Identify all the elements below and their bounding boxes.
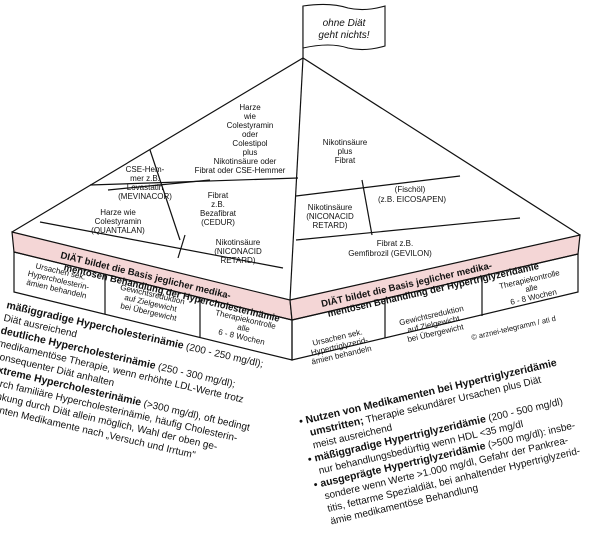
right-fibrat-line-2: Gemfibrozil (GEVILON) [348, 249, 432, 258]
left-top-line-6: plus [243, 148, 258, 157]
left-face-top: Harze wie Colestyramin oder Colestipol p… [195, 103, 286, 175]
left-face-nikotin: Nikotinsäure (NICONACID RETARD) [214, 238, 262, 265]
flag-line-2: geht nichts! [318, 30, 369, 41]
left-nikotin-line-3: RETARD) [221, 256, 256, 265]
right-face-fibrat: Fibrat z.B. Gemfibrozil (GEVILON) [348, 239, 432, 258]
left-top-line-7: Nikotinsäure oder [214, 157, 277, 166]
flag-line-1: ohne Diät [323, 18, 367, 29]
left-fibrat-line-3: Bezafibrat [200, 209, 237, 218]
right-face-fischoel: (Fischöl) (z.B. EICOSAPEN) [378, 185, 446, 204]
left-paragraph: mäßiggradige Hypercholesterinämie (200 -… [0, 299, 264, 461]
base-right-2: Gewichtsreduktion auf Zielgewicht bei Üb… [398, 304, 465, 344]
left-face-cse: CSE-Hem- mer z.B. Lovastatin (MEVINACOR) [118, 165, 172, 201]
left-nikotin-line-2: (NICONACID [214, 247, 262, 256]
left-cse-line-1: CSE-Hem- [126, 165, 165, 174]
left-top-line-3: Colestyramin [227, 121, 274, 130]
left-fibrat-line-4: (CEDUR) [201, 218, 235, 227]
left-top-line-4: oder [242, 130, 258, 139]
right-face-nikotin: Nikotinsäure (NICONACID RETARD) [306, 203, 354, 230]
left-fibrat-line-2: z.B. [211, 200, 225, 209]
left-fibrat-line-1: Fibrat [208, 191, 229, 200]
right-nikotin-line-1: Nikotinsäure [308, 203, 353, 212]
right-nikotin-line-2: (NICONACID [306, 212, 354, 221]
left-top-line-1: Harze [239, 103, 261, 112]
left-face-fibrat: Fibrat z.B. Bezafibrat (CEDUR) [200, 191, 237, 227]
base-left-3-line-2: alle [236, 323, 251, 335]
left-nikotin-line-1: Nikotinsäure [216, 238, 261, 247]
right-top-line-2: plus [338, 147, 353, 156]
left-harze-line-1: Harze wie [100, 208, 136, 217]
right-top-line-1: Nikotinsäure [323, 138, 368, 147]
pyramid-outline [11, 57, 581, 301]
left-top-line-8: Fibrat oder CSE-Hemmer [195, 166, 286, 175]
left-face-harze: Harze wie Colestyramin (QUANTALAN) [91, 208, 145, 235]
base-blocks [13, 251, 579, 361]
right-fischoel-line-2: (z.B. EICOSAPEN) [378, 195, 446, 204]
left-harze-line-2: Colestyramin [95, 217, 142, 226]
right-top-line-3: Fibrat [335, 156, 356, 165]
right-face-top: Nikotinsäure plus Fibrat [323, 138, 368, 165]
base-right-1: Ursachen sek. Hypertriglyzerid- ämien be… [310, 327, 372, 366]
left-cse-line-3: Lovastatin [127, 183, 163, 192]
base-right-3-line-2: alle [524, 282, 539, 294]
left-harze-line-3: (QUANTALAN) [91, 226, 145, 235]
left-cse-line-2: mer z.B. [130, 174, 160, 183]
left-top-line-2: wie [243, 112, 257, 121]
right-fischoel-line-1: (Fischöl) [395, 185, 426, 194]
copyright: © arznei-telegramm / ati d [470, 314, 556, 342]
right-fibrat-line-1: Fibrat z.B. [377, 239, 413, 248]
left-cse-line-4: (MEVINACOR) [118, 192, 172, 201]
right-paragraph: •Nutzen von Medikamenten bei Hypertrigly… [298, 357, 581, 528]
flag: ohne Diät geht nichts! [302, 3, 386, 58]
left-top-line-5: Colestipol [232, 139, 267, 148]
right-nikotin-line-3: RETARD) [313, 221, 348, 230]
